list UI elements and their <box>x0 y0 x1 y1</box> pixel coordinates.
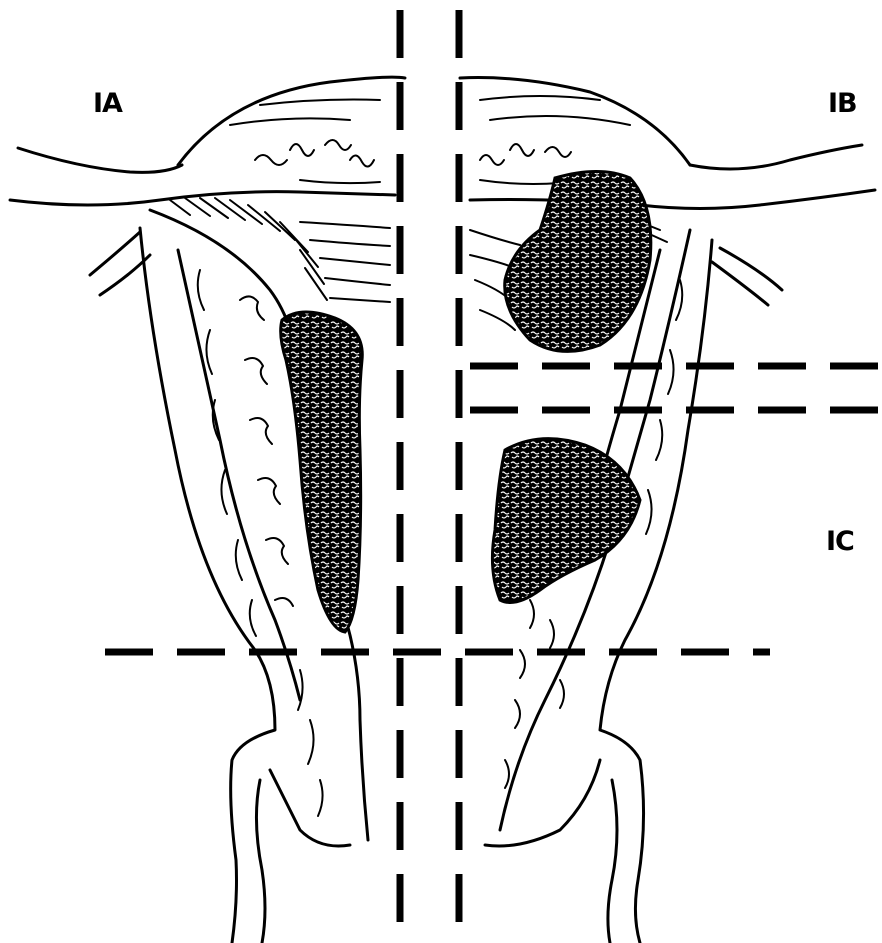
right-tube-upper <box>690 145 862 169</box>
right-tube-lower <box>470 190 875 209</box>
left-inner-myometrium <box>178 250 300 700</box>
right-ovarian-ligament <box>712 248 782 305</box>
left-tube-lower <box>10 192 395 205</box>
left-fundal-squiggles <box>230 100 380 184</box>
left-cervix-inner <box>256 780 265 943</box>
right-cervix-canal <box>485 760 600 846</box>
tumor-ia <box>281 312 363 632</box>
left-tube-upper <box>18 148 182 172</box>
stage-label-ic: IC <box>826 528 854 555</box>
tumor-ic <box>492 439 640 603</box>
left-fundal-hatching <box>170 198 327 300</box>
stage-label-ib: IB <box>828 90 857 117</box>
stage-label-ia: IA <box>93 90 122 117</box>
left-cervix-canal <box>270 770 350 846</box>
right-cervix-inner <box>608 780 617 943</box>
